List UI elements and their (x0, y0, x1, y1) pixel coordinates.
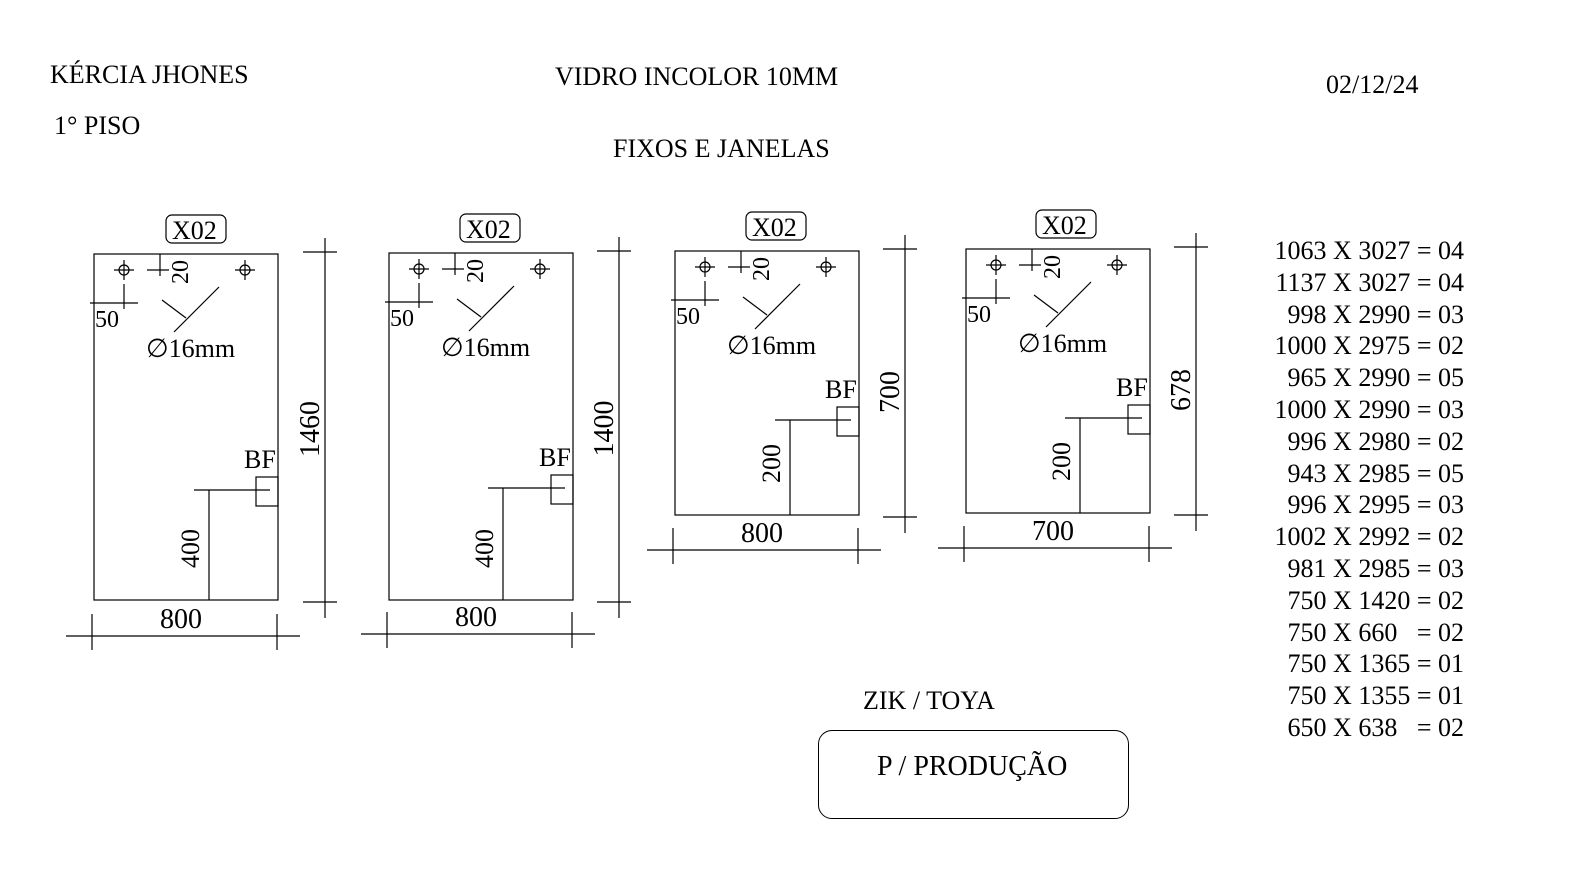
mounting-hole (235, 260, 255, 280)
cut-list-item: 981 X 2985 = 03 (1287, 553, 1464, 583)
bf-height-label: 400 (470, 529, 499, 568)
bf-label: BF (1116, 373, 1148, 402)
panel-outline (93, 253, 279, 601)
bf-height-label: 200 (757, 444, 786, 483)
side-offset-label: 50 (967, 302, 991, 328)
bf-height-label: 400 (176, 529, 205, 568)
side-offset-label: 50 (676, 304, 700, 330)
cut-list-item: 1137 X 3027 = 04 (1275, 267, 1464, 297)
production-stamp-label: P / PRODUÇÃO (877, 751, 1068, 782)
panel-outline (674, 250, 860, 516)
cut-list-item: 1002 X 2992 = 02 (1274, 522, 1464, 552)
diameter-leader (1045, 281, 1092, 328)
cut-list-item: 943 X 2985 = 05 (1287, 458, 1464, 488)
width-dimension-label: 800 (741, 518, 783, 549)
panel-qty-label: X02 (172, 216, 217, 245)
cut-list-item: 1000 X 2990 = 03 (1274, 394, 1464, 424)
diameter-leader (468, 285, 515, 332)
bf-height-label: 200 (1047, 442, 1076, 481)
diameter-leader (173, 286, 220, 333)
bf-fitting-box (836, 406, 860, 437)
panel-qty-label: X02 (1042, 211, 1087, 240)
cut-list-item: 996 X 2980 = 02 (1287, 426, 1464, 456)
client-name: KÉRCIA JHONES (50, 60, 249, 89)
panel-outline (965, 248, 1151, 514)
bf-fitting-box (550, 474, 574, 505)
cut-list-item: 1000 X 2975 = 02 (1274, 331, 1464, 361)
bf-label: BF (539, 443, 571, 472)
height-dimension-label: 1400 (589, 401, 620, 457)
diameter-leader (742, 296, 768, 316)
panel-qty-label: X02 (466, 215, 511, 244)
bf-label: BF (244, 445, 276, 474)
width-dimension-label: 800 (455, 602, 497, 633)
height-dimension-label: 700 (875, 371, 906, 413)
width-dimension-label: 700 (1032, 516, 1074, 547)
mounting-hole (695, 257, 715, 277)
hole-diameter-label: ∅16mm (441, 333, 530, 362)
cut-list-item: 998 X 2990 = 03 (1287, 299, 1464, 329)
mounting-hole (114, 260, 134, 280)
mounting-hole (986, 255, 1006, 275)
panel-qty-tag (745, 211, 807, 241)
cut-list-item: 750 X 1365 = 01 (1287, 649, 1464, 679)
cut-list-item: 996 X 2995 = 03 (1287, 490, 1464, 520)
side-offset-label: 50 (95, 307, 119, 333)
width-dimension-label: 800 (160, 604, 202, 635)
installers-label: ZIK / TOYA (863, 686, 995, 715)
top-offset-label: 20 (1040, 255, 1066, 279)
bf-fitting-box (1127, 404, 1151, 435)
drawing-subtitle: FIXOS E JANELAS (613, 134, 830, 163)
height-dimension-label: 1460 (295, 401, 326, 457)
mounting-hole (530, 259, 550, 279)
cut-list-item: 750 X 1355 = 01 (1287, 681, 1464, 711)
panel-qty-tag (1035, 209, 1097, 239)
top-offset-label: 20 (749, 257, 775, 281)
diameter-leader (754, 283, 801, 330)
glass-spec: VIDRO INCOLOR 10MM (555, 62, 839, 91)
panel-qty-label: X02 (752, 213, 797, 242)
drawing-date: 02/12/24 (1326, 70, 1419, 99)
top-offset-label: 20 (168, 260, 194, 284)
production-stamp: P / PRODUÇÃO (818, 730, 1129, 819)
top-offset-label: 20 (463, 259, 489, 283)
cut-list-item: 965 X 2990 = 05 (1287, 363, 1464, 393)
panel-qty-tag (459, 213, 521, 243)
mounting-hole (816, 257, 836, 277)
hole-diameter-label: ∅16mm (727, 331, 816, 360)
panel-qty-tag (165, 214, 227, 244)
bf-label: BF (825, 375, 857, 404)
cut-list-item: 750 X 660 = 02 (1287, 617, 1464, 647)
side-offset-label: 50 (390, 306, 414, 332)
mounting-hole (1107, 255, 1127, 275)
diameter-leader (456, 298, 482, 318)
mounting-hole (409, 259, 429, 279)
bf-fitting-box (255, 476, 279, 507)
cut-list-item: 750 X 1420 = 02 (1287, 585, 1464, 615)
hole-diameter-label: ∅16mm (1018, 329, 1107, 358)
panel-outline (388, 252, 574, 601)
floor-label: 1° PISO (54, 111, 141, 140)
diameter-leader (161, 299, 187, 319)
diameter-leader (1033, 294, 1059, 314)
cut-list: 1063 X 3027 = 04 1137 X 3027 = 04 998 X … (1200, 235, 1464, 744)
height-dimension-label: 678 (1166, 369, 1197, 411)
hole-diameter-label: ∅16mm (146, 334, 235, 363)
cut-list-item: 1063 X 3027 = 04 (1274, 236, 1464, 265)
cut-list-item: 650 X 638 = 02 (1287, 712, 1464, 742)
